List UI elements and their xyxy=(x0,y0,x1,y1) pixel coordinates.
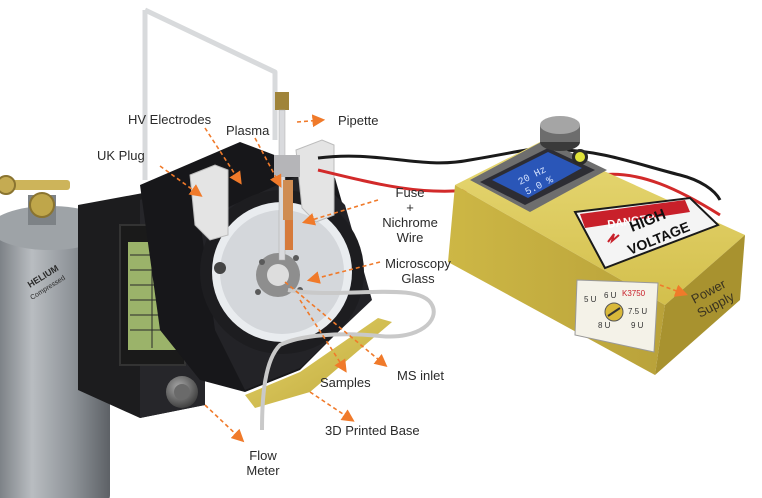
label-ms-inlet: MS inlet xyxy=(397,368,444,383)
label-flow: Flow xyxy=(249,448,277,463)
label-hv-electrodes: HV Electrodes xyxy=(128,112,212,127)
voltage-dial: 5 U 6 U 7.5 U 9 U 8 U K3750 xyxy=(574,279,659,353)
dial-9u: 9 U xyxy=(631,321,644,330)
power-knob xyxy=(540,116,580,151)
label-plus: + xyxy=(406,200,414,215)
electrode-assembly xyxy=(189,92,335,261)
label-flow-meter: Flow Meter xyxy=(238,448,288,478)
arrow-hv-electrodes xyxy=(204,127,242,185)
label-pipette: Pipette xyxy=(338,113,379,128)
label-microscopy-glass: Microscopy Glass xyxy=(378,256,458,286)
arrow-pipette xyxy=(296,114,326,128)
label-samples: Samples xyxy=(320,375,371,390)
label-microscopy: Microscopy xyxy=(385,256,451,271)
arrow-uk-plug xyxy=(159,165,203,197)
label-glass: Glass xyxy=(401,271,435,286)
arrow-flow-meter xyxy=(204,404,245,443)
arrow-fuse xyxy=(301,199,379,226)
label-uk-plug: UK Plug xyxy=(97,148,145,163)
label-plasma: Plasma xyxy=(226,123,270,138)
arrow-base xyxy=(309,391,355,422)
arrow-plasma xyxy=(254,137,282,188)
arrow-microscopy xyxy=(306,261,381,284)
callout-arrows xyxy=(159,114,689,443)
power-supply: 20 Hz 5.0 % DANGER HIGH VOLTAGE 5 U 6 U … xyxy=(448,116,745,375)
dial-5u: 5 U xyxy=(584,295,597,304)
dial-6u: 6 U xyxy=(604,291,617,300)
label-fuse-nichrome: Fuse + Nichrome Wire xyxy=(380,185,440,245)
dial-8u: 8 U xyxy=(598,321,611,330)
label-wire: Wire xyxy=(396,230,424,245)
label-nichrome: Nichrome xyxy=(382,215,438,230)
dial-code: K3750 xyxy=(622,289,646,298)
arrow-power-supply xyxy=(659,284,689,297)
label-printed-base: 3D Printed Base xyxy=(325,423,420,438)
label-fuse: Fuse xyxy=(395,185,425,200)
dial-75u: 7.5 U xyxy=(628,307,647,316)
arrow-ms-inlet xyxy=(284,281,388,368)
label-meter: Meter xyxy=(246,463,280,478)
